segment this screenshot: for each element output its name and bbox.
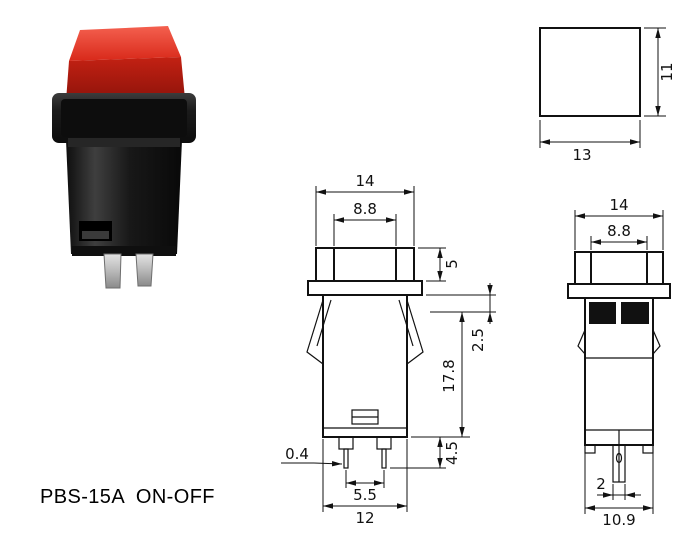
front-pin-left (343, 448, 349, 469)
front-pin-right (381, 448, 387, 469)
dim-side-pin-width: 2 (596, 475, 606, 493)
switch-cap-front (66, 57, 185, 101)
dim-front-cap-height: 5 (443, 259, 461, 269)
dim-front-cap-width: 14 (355, 172, 374, 190)
dim-front-pin-spacing: 5.5 (353, 486, 377, 504)
switch-photo (52, 26, 196, 289)
dim-front-body-height: 17.8 (440, 359, 458, 392)
front-cap-outline (315, 247, 415, 282)
front-view-drawing: 14 8.8 5 2.5 17.8 4.5 0.4 5.5 (281, 172, 496, 527)
front-foot-left (338, 436, 354, 450)
dim-front-flange-offset: 2.5 (469, 328, 487, 352)
side-pin (612, 444, 626, 483)
switch-base (72, 246, 176, 256)
switch-pin-left (103, 253, 122, 289)
dim-side-cap-width: 14 (609, 196, 628, 214)
dim-front-pin-thickness: 0.4 (285, 445, 309, 463)
dim-top-view-width: 13 (572, 146, 591, 164)
side-pin-hole (615, 452, 623, 464)
side-foot-right (642, 444, 654, 454)
switch-body-rib (68, 138, 180, 147)
model-labels: PBS-15A ON-OFF PBS-15B OFF-(ON) (40, 430, 230, 560)
switch-pin-right (135, 253, 154, 287)
switch-cap-top (69, 26, 181, 61)
side-snap-right (652, 329, 661, 355)
front-body-outline (322, 294, 408, 438)
side-cap-outline (574, 251, 664, 285)
dim-front-body-width: 12 (355, 509, 374, 527)
front-snap-wing-right (406, 299, 424, 365)
dim-side-depth: 10.9 (602, 511, 635, 529)
front-flange-outline (307, 280, 423, 296)
dim-top-view-height: 11 (658, 62, 676, 81)
switch-slot-inner (82, 231, 109, 239)
front-foot-right (376, 436, 392, 450)
side-snap-left (577, 329, 586, 355)
side-view-drawing: 14 8.8 2 10.9 (567, 196, 671, 529)
model-line-1: PBS-15A ON-OFF (40, 486, 215, 508)
top-view-outline (539, 27, 641, 117)
top-view-drawing: 11 13 (539, 27, 676, 164)
dim-front-pin-length: 4.5 (443, 441, 461, 465)
dim-front-cap-inner-width: 8.8 (353, 200, 377, 218)
side-flange-outline (567, 283, 671, 299)
front-snap-wing-left (306, 299, 324, 365)
dim-side-cap-inner-width: 8.8 (607, 222, 631, 240)
switch-bezel-inner (61, 99, 187, 137)
side-foot-left (584, 444, 596, 454)
